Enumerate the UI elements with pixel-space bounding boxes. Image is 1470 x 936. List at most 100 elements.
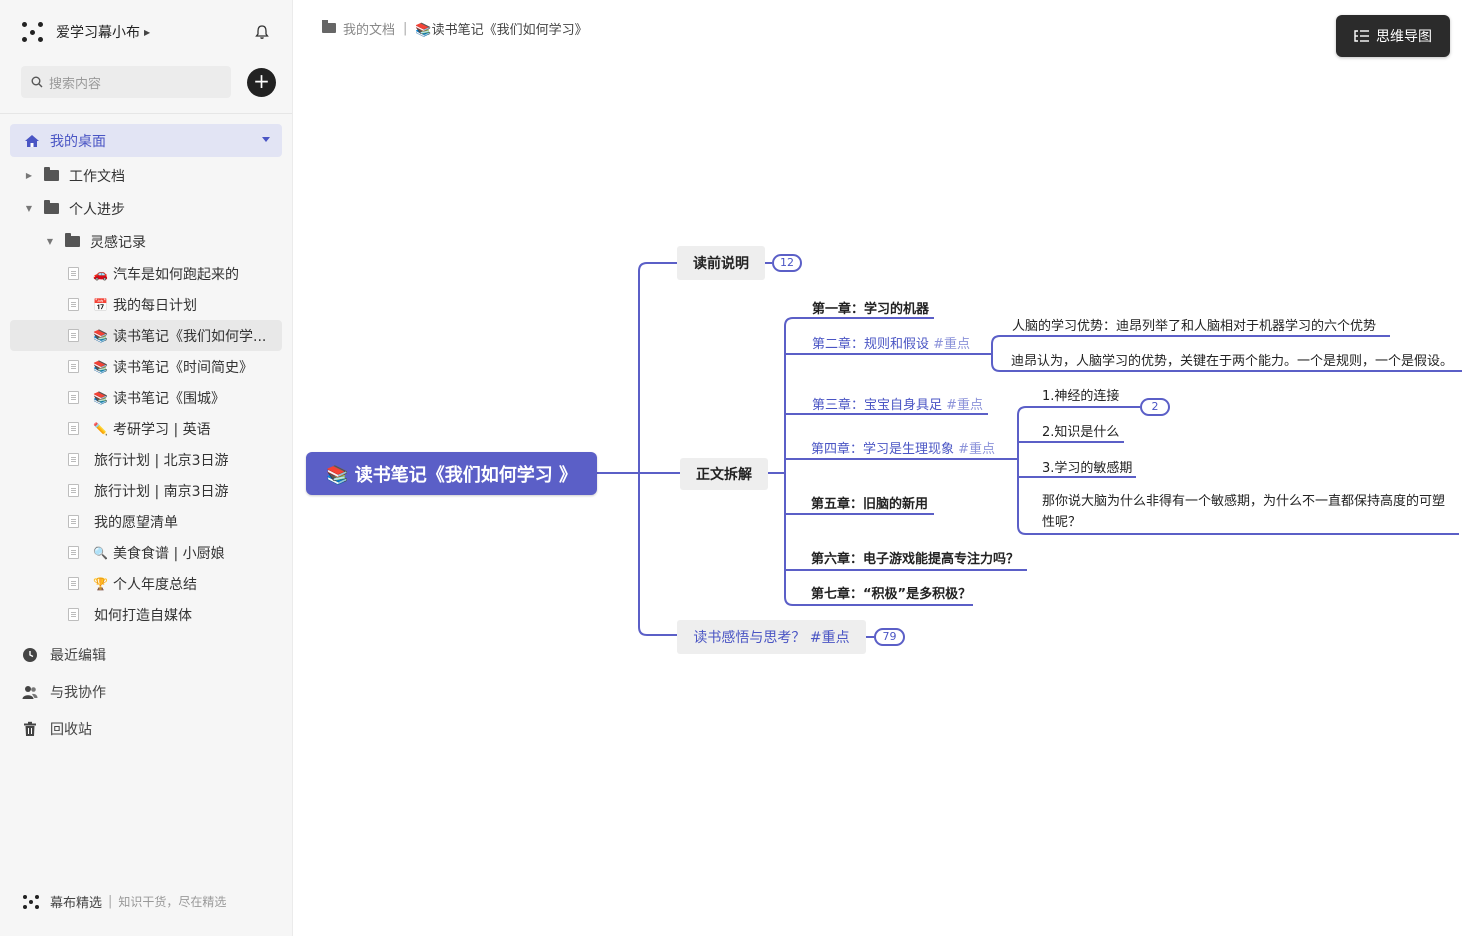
node-text: 第三章：宝宝自身具足 bbox=[812, 398, 943, 413]
tree-doc-fortress[interactable]: 📚 读书笔记《围城》 bbox=[68, 382, 225, 413]
car-emoji-icon: 🚗 bbox=[93, 266, 108, 281]
breadcrumb-separator: | bbox=[403, 20, 408, 36]
divider bbox=[0, 113, 292, 114]
ch2-sub-node[interactable]: 人脑的学习优势：迪昂列举了和人脑相对于机器学习的六个优势 bbox=[1012, 319, 1377, 334]
mindmap-button-label: 思维导图 bbox=[1376, 29, 1432, 45]
node-text-line: 那你说大脑为什么非得有一个敏感期，为什么不一直都保持高度的可塑 bbox=[1042, 494, 1446, 509]
sidebar-footer[interactable]: 幕布精选 | 知识干货，尽在精选 bbox=[22, 892, 226, 911]
document-icon bbox=[68, 298, 79, 311]
tree-label: 汽车是如何跑起来的 bbox=[113, 266, 239, 283]
document-icon bbox=[68, 329, 79, 342]
books-emoji-icon: 📚 bbox=[93, 390, 108, 405]
node-text: 第四章：学习是生理现象 bbox=[811, 442, 955, 457]
tree-label: 如何打造自媒体 bbox=[94, 607, 192, 624]
ch4-sub-node[interactable]: 那你说大脑为什么非得有一个敏感期，为什么不一直都保持高度的可塑 性呢？ bbox=[1042, 491, 1445, 533]
ch4-sub-node[interactable]: 3.学习的敏感期 bbox=[1042, 461, 1133, 476]
books-emoji-icon: 📚 bbox=[93, 359, 108, 374]
sidebar: 爱学习幕小布 ▶ 搜索内容 + 我的桌面 ▶ 工作文档 ▼ 个人进步 ▼ 灵感记… bbox=[0, 0, 293, 936]
collapse-arrow-icon[interactable]: ▼ bbox=[46, 237, 54, 246]
expand-arrow-icon[interactable]: ▶ bbox=[25, 171, 33, 180]
tree-label: 读书笔记《我们如何学... bbox=[113, 328, 267, 345]
tree-doc-car[interactable]: 🚗 汽车是如何跑起来的 bbox=[68, 258, 239, 289]
chapter-7-node[interactable]: 第七章：“积极”是多积极？ bbox=[811, 587, 972, 602]
document-icon bbox=[68, 515, 79, 528]
sidebar-item-my-desk[interactable]: 我的桌面 bbox=[10, 124, 282, 157]
trophy-emoji-icon: 🏆 bbox=[93, 576, 108, 591]
tree-label: 灵感记录 bbox=[90, 234, 146, 251]
tree-doc-wishlist[interactable]: 我的愿望清单 bbox=[68, 506, 178, 537]
clock-icon bbox=[23, 648, 37, 662]
tag-important[interactable]: #重点 bbox=[933, 337, 971, 352]
tree-doc-brief-history[interactable]: 📚 读书笔记《时间简史》 bbox=[68, 351, 253, 382]
collapsed-count-badge[interactable]: 79 bbox=[874, 628, 905, 646]
node-text: 第二章：规则和假设 bbox=[812, 337, 930, 352]
tag-important[interactable]: #重点 bbox=[958, 442, 996, 457]
caret-right-icon: ▶ bbox=[144, 27, 151, 37]
user-name: 爱学习幕小布 bbox=[56, 25, 140, 41]
tree-doc-beijing-trip[interactable]: 旅行计划 | 北京3日游 bbox=[68, 444, 229, 475]
sidebar-item-recent[interactable]: 最近编辑 bbox=[22, 643, 106, 667]
document-icon bbox=[68, 484, 79, 497]
ch4-sub-node[interactable]: 1.神经的连接 bbox=[1042, 389, 1120, 404]
branch-pre-reading[interactable]: 读前说明 bbox=[677, 246, 765, 280]
folder-icon bbox=[65, 233, 80, 247]
branch-main-breakdown[interactable]: 正文拆解 bbox=[680, 458, 768, 490]
chapter-5-node[interactable]: 第五章：旧脑的新用 bbox=[811, 497, 929, 512]
chapter-1-node[interactable]: 第一章：学习的机器 bbox=[812, 302, 930, 317]
desk-label: 我的桌面 bbox=[50, 133, 106, 150]
tree-label: 旅行计划 | 南京3日游 bbox=[94, 483, 229, 500]
tag-important[interactable]: #重点 bbox=[946, 398, 984, 413]
trash-icon bbox=[24, 721, 36, 736]
books-emoji-icon: 📚 bbox=[93, 328, 108, 343]
chevron-down-icon[interactable] bbox=[262, 137, 270, 142]
node-text-line: 性呢？ bbox=[1042, 515, 1082, 530]
bell-icon[interactable] bbox=[254, 24, 270, 40]
mindmap-toggle-button[interactable]: 思维导图 bbox=[1336, 15, 1450, 57]
breadcrumb-parent[interactable]: 我的文档 bbox=[343, 22, 396, 38]
trash-label: 回收站 bbox=[50, 722, 92, 738]
branch-reflections[interactable]: 读书感悟与思考？ #重点 bbox=[677, 620, 866, 654]
collapsed-count-badge[interactable]: 12 bbox=[772, 254, 802, 272]
tree-doc-recipes[interactable]: 🔍 美食食谱 | 小厨娘 bbox=[68, 537, 225, 568]
chapter-3-node[interactable]: 第三章：宝宝自身具足 #重点 bbox=[812, 394, 983, 413]
collapse-arrow-icon[interactable]: ▼ bbox=[25, 204, 33, 213]
tree-label: 读书笔记《围城》 bbox=[113, 390, 225, 407]
tree-doc-annual-summary[interactable]: 🏆 个人年度总结 bbox=[68, 568, 197, 599]
breadcrumb: 我的文档 | 📚读书笔记《我们如何学习》 bbox=[322, 18, 588, 38]
pencil-emoji-icon: ✏️ bbox=[93, 421, 108, 436]
tree-doc-nanjing-trip[interactable]: 旅行计划 | 南京3日游 bbox=[68, 475, 229, 506]
tree-label: 个人年度总结 bbox=[113, 576, 197, 593]
document-icon bbox=[68, 360, 79, 373]
tree-label: 考研学习 | 英语 bbox=[113, 421, 211, 438]
sidebar-item-collab[interactable]: 与我协作 bbox=[22, 680, 106, 704]
collapsed-count-badge[interactable]: 2 bbox=[1140, 398, 1170, 416]
sidebar-item-trash[interactable]: 回收站 bbox=[22, 717, 92, 741]
tree-doc-how-we-learn[interactable]: 📚 读书笔记《我们如何学... bbox=[10, 320, 282, 351]
tree-doc-english[interactable]: ✏️ 考研学习 | 英语 bbox=[68, 413, 211, 444]
ch2-sub-node[interactable]: 迪昂认为，人脑学习的优势，关键在于两个能力。一个是规则，一个是假设。 bbox=[1011, 354, 1454, 369]
tree-folder-work-docs[interactable]: ▶ 工作文档 bbox=[24, 160, 125, 191]
tag-important[interactable]: #重点 bbox=[809, 630, 850, 646]
search-input[interactable]: 搜索内容 bbox=[21, 66, 231, 98]
tree-folder-inspiration[interactable]: ▼ 灵感记录 bbox=[45, 226, 146, 257]
tree-label: 工作文档 bbox=[69, 168, 125, 185]
chapter-6-node[interactable]: 第六章：电子游戏能提高专注力吗？ bbox=[811, 552, 1020, 567]
tree-label: 美食食谱 | 小厨娘 bbox=[113, 545, 225, 562]
tree-label: 读书笔记《时间简史》 bbox=[113, 359, 253, 376]
chapter-2-node[interactable]: 第二章：规则和假设 #重点 bbox=[812, 333, 970, 352]
folder-icon bbox=[44, 200, 59, 214]
add-button[interactable]: + bbox=[247, 68, 276, 97]
account-header[interactable]: 爱学习幕小布 ▶ bbox=[20, 18, 276, 46]
tree-doc-self-media[interactable]: 如何打造自媒体 bbox=[68, 599, 192, 630]
document-icon bbox=[68, 546, 79, 559]
ch4-sub-node[interactable]: 2.知识是什么 bbox=[1042, 425, 1120, 440]
tree-doc-daily-plan[interactable]: 📅 我的每日计划 bbox=[68, 289, 197, 320]
folder-icon bbox=[322, 20, 336, 33]
tree-folder-personal[interactable]: ▼ 个人进步 bbox=[24, 193, 125, 224]
chapter-4-node[interactable]: 第四章：学习是生理现象 #重点 bbox=[811, 438, 995, 457]
tree-label: 旅行计划 | 北京3日游 bbox=[94, 452, 229, 469]
search-icon bbox=[31, 76, 43, 88]
mindmap-root-node[interactable]: 📚 读书笔记《我们如何学习 》 bbox=[306, 452, 597, 495]
folder-icon bbox=[44, 167, 59, 181]
